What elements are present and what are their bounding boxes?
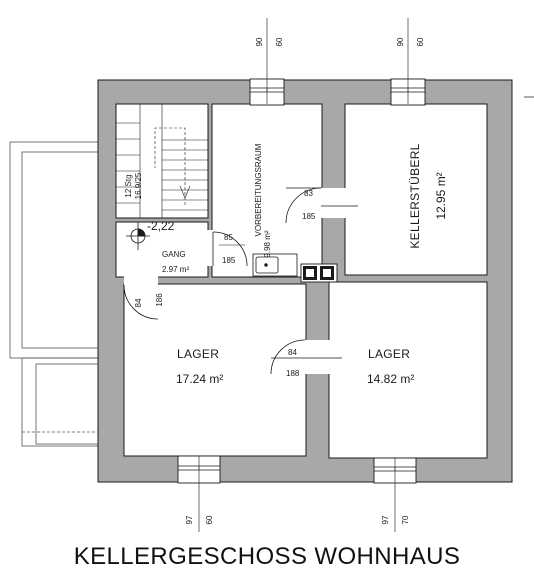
room-area-lager-left: 17.24 m² bbox=[176, 372, 223, 386]
door-lager-lager bbox=[305, 340, 330, 374]
staircase bbox=[115, 103, 209, 219]
door-height-lager-mid: 188 bbox=[286, 369, 300, 378]
window-axis-lines bbox=[198, 18, 409, 532]
window-width-bottom-left: 97 bbox=[185, 515, 194, 524]
level-label: -2,22 bbox=[147, 219, 175, 233]
window-height-bottom-left: 60 bbox=[205, 515, 214, 524]
door-swings bbox=[123, 187, 358, 375]
room-area-gang: 2.97 m² bbox=[162, 265, 189, 274]
window-width-top-right: 90 bbox=[396, 37, 405, 46]
window-height-top-right: 60 bbox=[416, 37, 425, 46]
room-name-vorbereitungsraum: VORBEREITUNGSRAUM bbox=[254, 143, 263, 236]
room-name-gang: GANG bbox=[162, 250, 186, 259]
room-area-kellerstueberl: 12.95 m² bbox=[434, 172, 448, 219]
room-area-lager-right: 14.82 m² bbox=[367, 372, 414, 386]
door-height-lager-left: 186 bbox=[155, 293, 164, 307]
left-annex bbox=[9, 141, 99, 447]
room-name-kellerstueberl: KELLERSTÜBERL bbox=[408, 143, 422, 248]
room-area-vorbereitungsraum: 9.98 m² bbox=[263, 230, 272, 257]
stair-count-label: 12 Stg bbox=[124, 174, 133, 197]
door-width-lager-left: 84 bbox=[134, 298, 143, 307]
window-width-bottom-right: 97 bbox=[381, 515, 390, 524]
door-width-lager-mid: 84 bbox=[288, 348, 297, 357]
door-gang-vorbereitung bbox=[207, 230, 213, 266]
sink-icon bbox=[252, 253, 298, 277]
window-height-top-left: 60 bbox=[275, 37, 284, 46]
plan-title: KELLERGESCHOSS WOHNHAUS bbox=[73, 543, 461, 570]
chimney-icon bbox=[300, 263, 338, 283]
door-openings bbox=[124, 188, 346, 374]
door-height-vorbereitung: 185 bbox=[222, 256, 236, 265]
door-height-kellerstueberl: 185 bbox=[302, 212, 316, 221]
room-name-lager-right: LAGER bbox=[368, 347, 410, 361]
window-height-bottom-right: 70 bbox=[401, 515, 410, 524]
window-width-top-left: 90 bbox=[255, 37, 264, 46]
stair-size-label: 16.9/25 bbox=[134, 172, 143, 199]
door-width-vorbereitung: 85 bbox=[224, 233, 233, 242]
room-name-lager-left: LAGER bbox=[177, 347, 219, 361]
door-gang-lager bbox=[124, 276, 158, 285]
door-kellerstueberl bbox=[321, 188, 346, 218]
door-width-kellerstueberl: 83 bbox=[304, 189, 313, 198]
level-marker bbox=[126, 222, 150, 250]
